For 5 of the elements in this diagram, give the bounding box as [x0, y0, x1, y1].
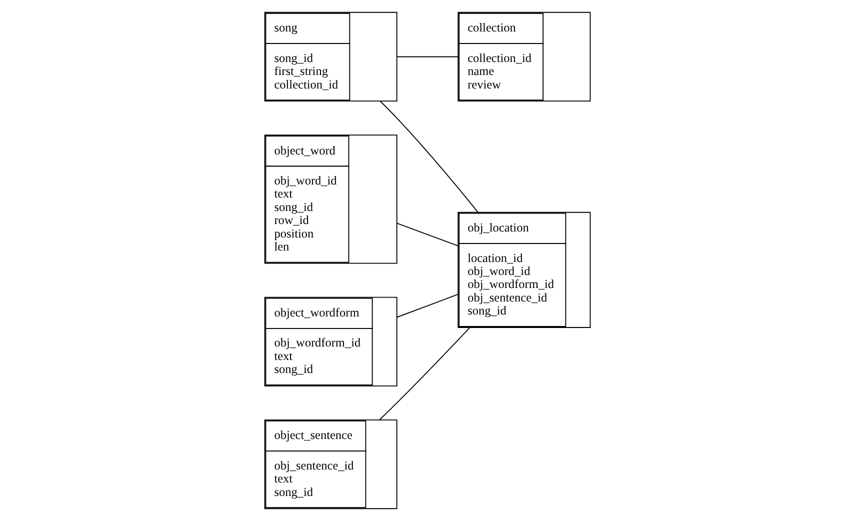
connector	[396, 222, 458, 246]
connector	[396, 294, 458, 318]
connector	[378, 327, 470, 420]
connector	[379, 100, 478, 213]
connector	[396, 56, 458, 58]
